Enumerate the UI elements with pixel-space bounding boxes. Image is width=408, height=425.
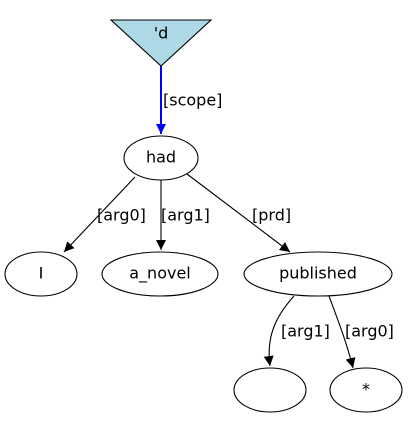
edge-label-had-i: [arg0] — [97, 206, 146, 225]
edge-had-i — [63, 176, 136, 253]
edges-layer: [scope] [arg0] [arg1] [prd] [arg1] [arg0] — [63, 66, 394, 369]
edge-label-published-star: [arg0] — [345, 322, 394, 341]
edge-label-published-empty: [arg1] — [281, 322, 330, 341]
edge-published-empty — [263, 295, 295, 367]
node-label-root: 'd — [154, 24, 169, 43]
node-had — [123, 135, 199, 181]
node-label-star: * — [362, 380, 370, 399]
node-label-a_novel: a_novel — [129, 264, 191, 284]
node-published — [243, 251, 393, 297]
node-root — [109, 19, 213, 67]
node-label-had: had — [146, 148, 176, 167]
edge-label-had-published: [prd] — [252, 206, 291, 225]
node-empty — [233, 367, 307, 413]
node-label-i: I — [39, 264, 44, 283]
node-a_novel — [101, 251, 219, 297]
edge-label-root-had: [scope] — [163, 91, 222, 110]
node-label-published: published — [279, 264, 357, 283]
node-star — [329, 367, 403, 413]
edge-published-star — [328, 295, 356, 369]
node-i — [4, 251, 78, 297]
edge-had-published — [186, 173, 291, 253]
edge-label-had-a_novel: [arg1] — [161, 206, 210, 225]
